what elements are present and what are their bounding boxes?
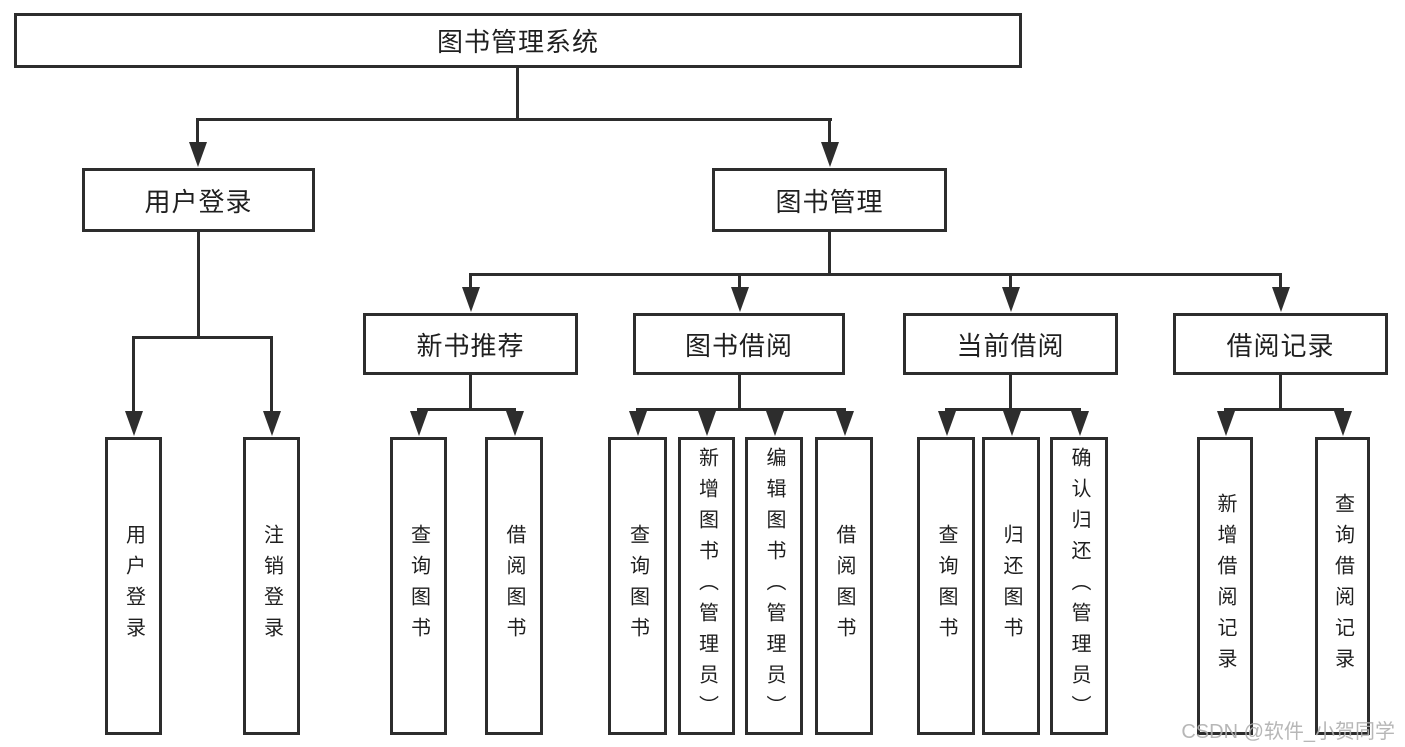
connector-new-book-recommend-stem: [469, 375, 472, 408]
connector-book-management-bus: [469, 273, 1282, 276]
leaf-label: 确认归还（管理员）: [1068, 446, 1090, 726]
arrow-down-leaf-user-login: [124, 336, 143, 436]
node-new-book-recommend: 新书推荐: [363, 313, 578, 375]
arrow-down-leaf: [937, 408, 956, 436]
leaf-query-books-current: 查询图书: [917, 437, 975, 735]
arrow-down-leaf: [1216, 408, 1235, 436]
node-book-management: 图书管理: [712, 168, 947, 232]
leaf-return-books: 归还图书: [982, 437, 1040, 735]
connector-book-borrowing-bus: [636, 408, 845, 411]
leaf-query-books-borrowing: 查询图书: [608, 437, 667, 735]
arrow-down-book-management: [820, 118, 839, 167]
node-label: 用户登录: [144, 186, 253, 217]
leaf-label: 用户登录: [122, 524, 145, 648]
node-label: 新书推荐: [416, 330, 525, 361]
node-label: 借阅记录: [1226, 330, 1335, 361]
node-user-login: 用户登录: [82, 168, 315, 232]
connector-root-bus: [196, 118, 832, 121]
node-book-borrowing: 图书借阅: [633, 313, 845, 375]
leaf-confirm-return-admin: 确认归还（管理员）: [1050, 437, 1108, 735]
leaf-label: 编辑图书（管理员）: [763, 446, 785, 726]
leaf-label: 查询图书: [935, 524, 957, 648]
arrow-down-leaf: [505, 408, 524, 436]
arrow-down-current-borrowing: [1001, 273, 1020, 312]
node-library-management-system: 图书管理系统: [14, 13, 1022, 68]
leaf-logout: 注销登录: [243, 437, 300, 735]
connector-new-book-recommend-bus: [417, 408, 515, 411]
leaf-label: 新增图书（管理员）: [695, 446, 718, 726]
leaf-label: 查询借阅记录: [1331, 493, 1354, 679]
leaf-user-login: 用户登录: [105, 437, 162, 735]
connector-user-login-stem: [197, 232, 200, 336]
leaf-query-borrow-record: 查询借阅记录: [1315, 437, 1370, 735]
csdn-watermark: CSDN @软件_小贺同学: [1181, 721, 1395, 743]
arrow-down-leaf: [409, 408, 428, 436]
leaf-edit-books-admin: 编辑图书（管理员）: [745, 437, 803, 735]
arrow-down-leaf: [1002, 408, 1021, 436]
node-borrowing-records: 借阅记录: [1173, 313, 1388, 375]
leaf-query-books-recommend: 查询图书: [390, 437, 447, 735]
connector-current-borrowing-bus: [945, 408, 1081, 411]
node-label: 图书借阅: [684, 330, 793, 361]
arrow-down-book-borrowing: [730, 273, 749, 312]
connector-current-borrowing-stem: [1009, 375, 1012, 408]
connector-book-borrowing-stem: [738, 375, 741, 408]
arrow-down-leaf: [1333, 408, 1352, 436]
arrow-down-leaf: [628, 408, 647, 436]
connector-borrowing-records-bus: [1224, 408, 1344, 411]
arrow-down-new-book-recommend: [461, 273, 480, 312]
leaf-label: 借阅图书: [503, 524, 525, 648]
arrow-down-leaf: [835, 408, 854, 436]
node-label: 当前借阅: [956, 330, 1065, 361]
leaf-label: 查询图书: [626, 524, 649, 648]
arrow-down-leaf-logout: [262, 336, 281, 436]
node-label: 图书管理系统: [436, 27, 599, 57]
leaf-label: 新增借阅记录: [1214, 493, 1236, 679]
arrow-down-leaf: [765, 408, 784, 436]
node-label: 图书管理: [775, 186, 884, 217]
leaf-borrow-books-recommend: 借阅图书: [485, 437, 543, 735]
leaf-label: 查询图书: [407, 524, 430, 648]
leaf-borrow-books: 借阅图书: [815, 437, 873, 735]
connector-user-login-bus: [132, 336, 273, 339]
node-current-borrowing: 当前借阅: [903, 313, 1118, 375]
leaf-add-books-admin: 新增图书（管理员）: [678, 437, 735, 735]
connector-root-stem: [516, 68, 519, 118]
leaf-label: 归还图书: [1000, 524, 1022, 648]
leaf-label: 借阅图书: [833, 524, 855, 648]
leaf-add-borrow-record: 新增借阅记录: [1197, 437, 1253, 735]
arrow-down-borrowing-records: [1271, 273, 1290, 312]
connector-book-management-stem: [828, 232, 831, 273]
connector-borrowing-records-stem: [1279, 375, 1282, 408]
leaf-label: 注销登录: [260, 524, 283, 648]
arrow-down-leaf: [697, 408, 716, 436]
arrow-down-leaf: [1070, 408, 1089, 436]
arrow-down-user-login: [188, 118, 207, 167]
